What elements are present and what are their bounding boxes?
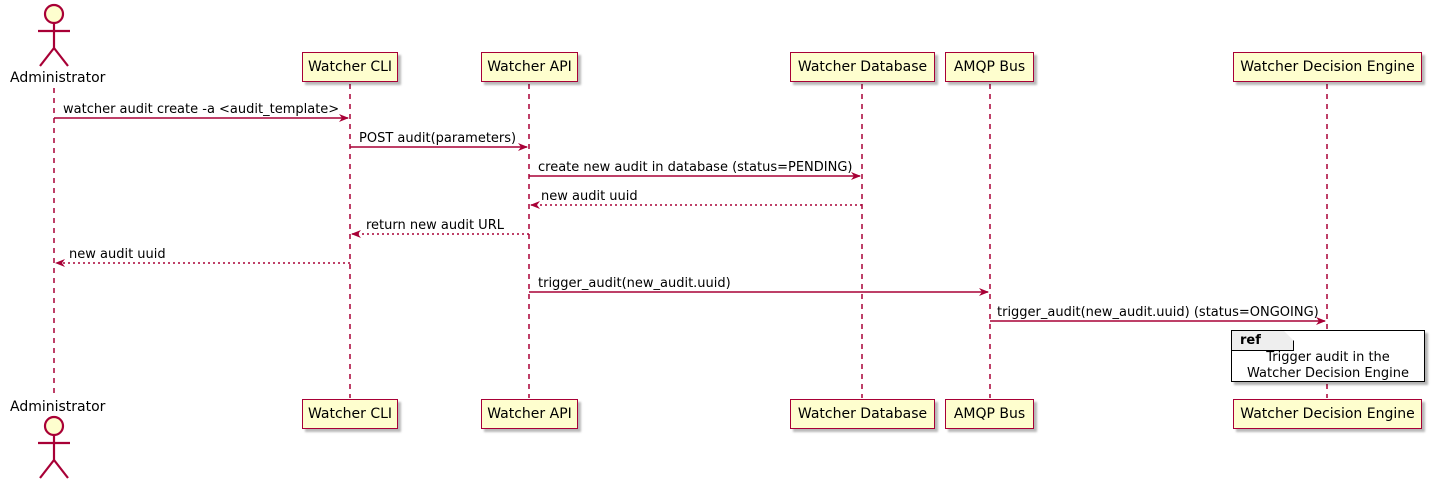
message-label-m5: return new audit URL — [366, 218, 504, 233]
ref-fragment-body: Trigger audit in the Watcher Decision En… — [1232, 349, 1424, 381]
participant-foot-watcher-database-label: Watcher Database — [797, 406, 928, 422]
ref-fragment[interactable]: ref Trigger audit in the Watcher Decisio… — [1231, 330, 1425, 382]
participant-head-watcher-cli[interactable]: Watcher CLI — [302, 52, 398, 82]
ref-fragment-line-2: Watcher Decision Engine — [1247, 366, 1409, 381]
participant-head-watcher-decision-engine-label: Watcher Decision Engine — [1240, 59, 1415, 75]
participant-head-watcher-database[interactable]: Watcher Database — [790, 52, 935, 82]
participant-foot-watcher-database[interactable]: Watcher Database — [790, 399, 935, 429]
participant-foot-watcher-cli-label: Watcher CLI — [307, 406, 393, 422]
message-label-m8: trigger_audit(new_audit.uuid) (status=ON… — [997, 305, 1319, 320]
actor-label-administrator-top: Administrator — [10, 70, 106, 86]
actor-administrator-top-figure — [38, 3, 70, 67]
participant-head-watcher-decision-engine[interactable]: Watcher Decision Engine — [1233, 52, 1422, 82]
ref-fragment-operator-label: ref — [1240, 333, 1261, 348]
message-label-m6: new audit uuid — [69, 247, 166, 262]
participant-head-amqp-bus-label: AMQP Bus — [953, 59, 1026, 75]
message-label-m2: POST audit(parameters) — [359, 131, 517, 146]
participant-foot-watcher-decision-engine-label: Watcher Decision Engine — [1240, 406, 1415, 422]
participant-head-watcher-database-label: Watcher Database — [797, 59, 928, 75]
message-label-m3: create new audit in database (status=PEN… — [538, 160, 853, 175]
ref-fragment-line-1: Trigger audit in the — [1266, 349, 1390, 365]
actor-label-administrator-bottom: Administrator — [10, 399, 106, 415]
participant-foot-amqp-bus[interactable]: AMQP Bus — [945, 399, 1034, 429]
actor-administrator-bottom-figure — [38, 415, 70, 479]
message-label-m7: trigger_audit(new_audit.uuid) — [538, 276, 731, 291]
participant-head-amqp-bus[interactable]: AMQP Bus — [945, 52, 1034, 82]
message-label-m4: new audit uuid — [541, 189, 638, 204]
participant-foot-watcher-api[interactable]: Watcher API — [481, 399, 578, 429]
participant-foot-watcher-cli[interactable]: Watcher CLI — [302, 399, 398, 429]
participant-foot-amqp-bus-label: AMQP Bus — [953, 406, 1026, 422]
ref-fragment-operator-tab: ref — [1232, 331, 1294, 351]
participant-head-watcher-cli-label: Watcher CLI — [307, 59, 393, 75]
participant-head-watcher-api[interactable]: Watcher API — [481, 52, 578, 82]
participant-foot-watcher-api-label: Watcher API — [487, 406, 572, 422]
participant-head-watcher-api-label: Watcher API — [487, 59, 572, 75]
participant-foot-watcher-decision-engine[interactable]: Watcher Decision Engine — [1233, 399, 1422, 429]
message-label-m1: watcher audit create -a <audit_template> — [63, 102, 340, 117]
